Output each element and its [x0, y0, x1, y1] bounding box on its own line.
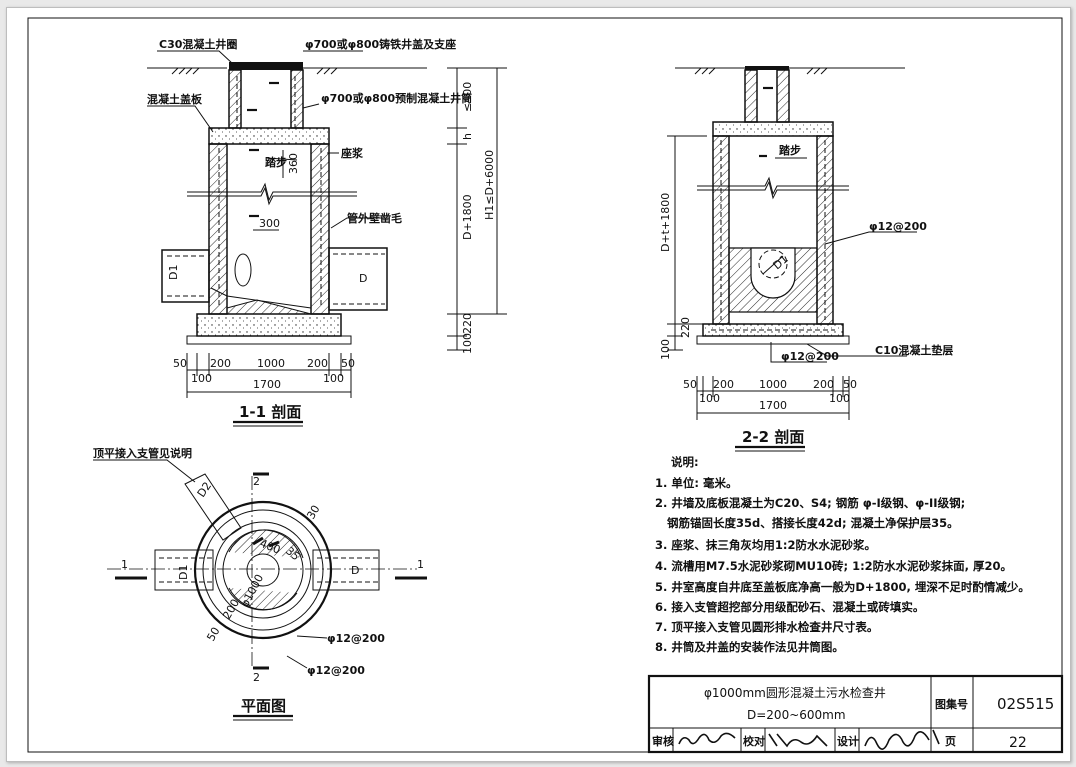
- dim-d1800: D+1800: [461, 194, 474, 240]
- title-line-2: D=200~600mm: [747, 708, 846, 722]
- label-rebar-22: φ12@200: [869, 220, 927, 233]
- section-1-1: C30混凝土井圈 φ700或φ800铸铁井盖及支座 混凝土盖板 φ700或φ80…: [147, 37, 507, 427]
- dim-100b-22: 100: [829, 392, 850, 405]
- reviewer-signature: [678, 732, 736, 745]
- label-cover-ring: C30混凝土井圈: [159, 37, 237, 51]
- note-item: 4. 流槽用M7.5水泥砂浆砌MU10砖; 1:2防水水泥砂浆抹面, 厚20。: [655, 559, 1012, 573]
- dim-h: h: [461, 133, 474, 140]
- manhole-cover: [229, 62, 303, 70]
- section-2-2-title: 2-2 剖面: [742, 428, 804, 446]
- label-rebar-bottom-22: φ12@200: [781, 350, 839, 363]
- note-item: 3. 座浆、抹三角灰均用1:2防水水泥砂浆。: [655, 538, 876, 552]
- note-item: 6. 接入支管超挖部分用级配砂石、混凝土或砖填实。: [655, 600, 924, 614]
- plan-view: 顶平接入支管见说明 1 1 2 2 D2 D1 D 30 35 400 φ100…: [93, 446, 427, 721]
- label-step-22: 踏步: [779, 143, 801, 157]
- label-step: 踏步: [265, 155, 287, 169]
- title-block: φ1000mm圆形混凝土污水检查井 D=200~600mm 图集号 02S515…: [647, 674, 1064, 754]
- cut-mark-2-top: 2: [253, 475, 260, 488]
- label-mortar: 座浆: [340, 146, 364, 160]
- drawing-frame: [27, 17, 1063, 753]
- note-item: 1. 单位: 毫米。: [655, 476, 737, 490]
- dim-50a: 50: [173, 357, 187, 370]
- pipe-out-d: D: [359, 272, 367, 285]
- dim-50a-22: 50: [683, 378, 697, 391]
- dim-step-v: 360: [287, 153, 300, 174]
- notes-block: 说明: 1. 单位: 毫米。 2. 井墙及底板混凝土为C20、S4; 钢筋 φ-…: [655, 455, 1030, 654]
- dim-100a-22: 100: [699, 392, 720, 405]
- review-label: 审核: [652, 734, 674, 748]
- note-item: 5. 井室高度自井底至盖板底净高一般为D+1800, 埋深不足时酌情减少。: [655, 580, 1030, 594]
- label-rebar-plan-1: φ12@200: [327, 632, 385, 645]
- dim-100: 100: [461, 333, 474, 354]
- drawing-canvas: C30混凝土井圈 φ700或φ800铸铁井盖及支座 混凝土盖板 φ700或φ80…: [27, 17, 1064, 754]
- plan-title: 平面图: [241, 697, 286, 715]
- cover-slab: [208, 127, 330, 145]
- label-shaft: φ700或φ800预制混凝土井筒: [321, 91, 472, 105]
- section-1-1-title: 1-1 剖面: [239, 403, 301, 421]
- note-item: 钢筋锚固长度35d、搭接长度42d; 混凝土净保护层35。: [655, 516, 959, 530]
- dim-30: 30: [304, 503, 322, 522]
- dim-1700-22: 1700: [759, 399, 787, 412]
- pipe-d-plan: D: [351, 564, 359, 577]
- dim-400: ≤400: [461, 82, 474, 112]
- designer-signature: [864, 729, 940, 750]
- dim-h1: H1≤D+6000: [483, 150, 496, 220]
- cut-mark-1-right: 1: [417, 558, 424, 571]
- cut-mark-1-left: 1: [121, 558, 128, 571]
- label-slab: 混凝土盖板: [147, 92, 203, 106]
- dim-50: 50: [204, 625, 222, 644]
- title-line-1: φ1000mm圆形混凝土污水检查井: [704, 685, 886, 700]
- page-number: 22: [1009, 735, 1027, 751]
- pipe-d1-plan: D1: [177, 565, 190, 580]
- dim-220-22: 220: [679, 317, 692, 338]
- dim-50b-22: 50: [843, 378, 857, 391]
- dim-220: 220: [461, 313, 474, 334]
- dim-step-h: 300: [259, 217, 280, 230]
- page-label: 页: [945, 735, 956, 748]
- dim-200a-22: 200: [713, 378, 734, 391]
- design-label: 设计: [837, 734, 859, 748]
- cut-mark-2-bottom: 2: [253, 671, 260, 684]
- dim-200a: 200: [210, 357, 231, 370]
- dim-100-22: 100: [659, 339, 672, 360]
- label-cushion: C10混凝土垫层: [875, 343, 953, 357]
- dim-200b-22: 200: [813, 378, 834, 391]
- drawing-sheet: C30混凝土井圈 φ700或φ800铸铁井盖及支座 混凝土盖板 φ700或φ80…: [6, 7, 1071, 762]
- note-item: 8. 井筒及井盖的安装作法见井筒图。: [655, 640, 844, 654]
- atlas-label: 图集号: [935, 697, 968, 711]
- note-item: 7. 顶平接入支管见圆形排水检查井尺寸表。: [655, 620, 878, 634]
- dim-100b: 100: [323, 372, 344, 385]
- label-rebar-plan-2: φ12@200: [307, 664, 365, 677]
- label-roughen: 管外壁凿毛: [347, 211, 402, 225]
- check-label: 校对: [743, 734, 765, 748]
- label-branch: 顶平接入支管见说明: [93, 446, 192, 460]
- note-item: 2. 井墙及底板混凝土为C20、S4; 钢筋 φ-I级钢、φ-II级钢;: [655, 496, 965, 510]
- pipe-in-d1: D1: [167, 265, 180, 280]
- label-cover: φ700或φ800铸铁井盖及支座: [305, 37, 456, 51]
- dim-1000-22: 1000: [759, 378, 787, 391]
- dim-100a: 100: [191, 372, 212, 385]
- dim-200b: 200: [307, 357, 328, 370]
- dim-1000: 1000: [257, 357, 285, 370]
- section-2-2: 踏步 φ12@200 φ12@200 C10混凝土垫层 D1 D+t+1800 …: [659, 66, 953, 452]
- notes-heading: 说明:: [671, 455, 699, 469]
- dim-d1800-22: D+t+1800: [659, 193, 672, 252]
- dim-1700: 1700: [253, 378, 281, 391]
- atlas-number: 02S515: [997, 695, 1054, 713]
- checker-signature: [768, 733, 828, 748]
- dim-50b: 50: [341, 357, 355, 370]
